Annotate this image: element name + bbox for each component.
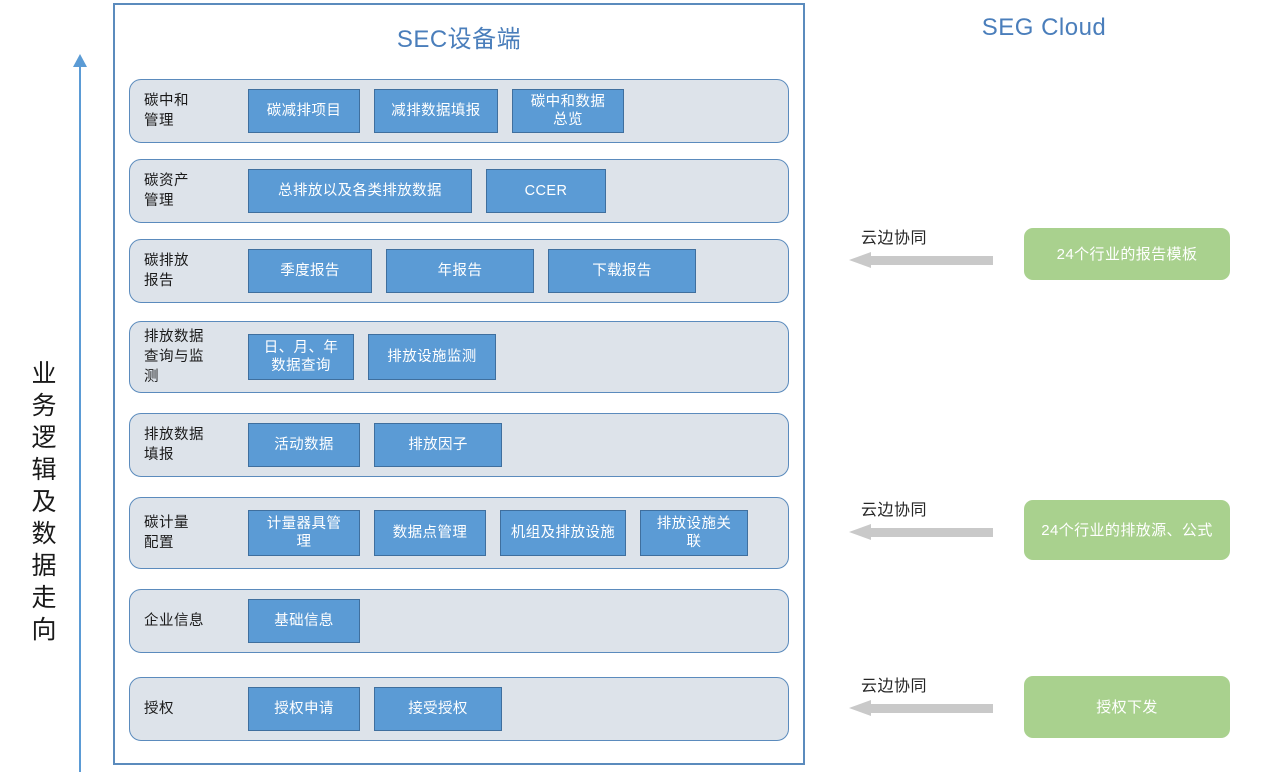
sec-module-tile-group: 季度报告年报告下载报告	[248, 240, 788, 302]
sec-feature-tile[interactable]: 总排放以及各类排放数据	[248, 169, 472, 213]
sec-feature-tile[interactable]: 数据点管理	[374, 510, 486, 556]
sec-feature-tile[interactable]: 机组及排放设施	[500, 510, 626, 556]
flow-arrow-up-icon	[73, 54, 87, 67]
cloud-edge-sync-group: 云边协同 授权下发	[818, 676, 1270, 738]
sec-feature-tile[interactable]: 日、月、年 数据查询	[248, 334, 354, 380]
sec-feature-tile[interactable]: 减排数据填报	[374, 89, 498, 133]
sec-feature-tile[interactable]: 排放因子	[374, 423, 502, 467]
seg-cloud-capability-box[interactable]: 24个行业的报告模板	[1024, 228, 1230, 280]
sec-module-row-label: 碳排放 报告	[144, 253, 189, 289]
sec-module-row-label: 排放数据 填报	[144, 427, 204, 463]
sec-feature-tile[interactable]: 授权申请	[248, 687, 360, 731]
cloud-edge-sync-label: 云边协同	[861, 230, 928, 247]
sec-module-row: 碳计量 配置 计量器具管 理数据点管理机组及排放设施排放设施关 联	[129, 497, 789, 569]
sec-module-tile-group: 日、月、年 数据查询排放设施监测	[248, 322, 788, 392]
flow-arrow-line	[79, 62, 81, 772]
sec-module-row: 碳排放 报告 季度报告年报告下载报告	[129, 239, 789, 303]
sec-feature-tile[interactable]: 季度报告	[248, 249, 372, 293]
business-flow-axis: 业 务 逻 辑 及 数 据 走 向	[0, 40, 110, 772]
sec-module-tile-group: 计量器具管 理数据点管理机组及排放设施排放设施关 联	[248, 498, 788, 568]
sec-module-row: 碳中和 管理 碳减排项目减排数据填报碳中和数据 总览	[129, 79, 789, 143]
sync-arrow-head-icon	[849, 252, 871, 268]
sec-module-row-label: 排放数据 查询与监 测	[144, 329, 204, 385]
sec-module-row-label: 碳计量 配置	[144, 515, 189, 551]
sync-arrow-left-icon	[870, 528, 993, 537]
sync-arrow-left-icon	[870, 256, 993, 265]
seg-cloud-capability-box[interactable]: 授权下发	[1024, 676, 1230, 738]
sync-arrow-left-icon	[870, 704, 993, 713]
cloud-edge-sync-label: 云边协同	[861, 502, 928, 519]
sync-arrow-head-icon	[849, 524, 871, 540]
sec-feature-tile[interactable]: 活动数据	[248, 423, 360, 467]
sec-panel-title: SEC设备端	[396, 26, 522, 53]
sec-module-row-label: 授权	[144, 701, 174, 717]
sec-module-row-label: 企业信息	[144, 613, 204, 629]
sec-feature-tile[interactable]: 下载报告	[548, 249, 696, 293]
cloud-edge-sync-group: 云边协同 24个行业的报告模板	[818, 228, 1270, 290]
sec-module-row: 企业信息 基础信息	[129, 589, 789, 653]
sec-module-tile-group: 碳减排项目减排数据填报碳中和数据 总览	[248, 80, 788, 142]
sec-feature-tile[interactable]: 年报告	[386, 249, 534, 293]
sec-feature-tile[interactable]: 基础信息	[248, 599, 360, 643]
cloud-edge-sync-group: 云边协同 24个行业的排放源、公式	[818, 500, 1270, 562]
sec-feature-tile[interactable]: 接受授权	[374, 687, 502, 731]
flow-axis-label: 业 务 逻 辑 及 数 据 走 向	[31, 360, 57, 644]
sec-feature-tile[interactable]: 碳中和数据 总览	[512, 89, 624, 133]
sec-module-tile-group: 总排放以及各类排放数据 CCER	[248, 160, 788, 222]
sec-module-row: 排放数据 填报 活动数据排放因子	[129, 413, 789, 477]
sec-device-panel: SEC设备端 碳中和 管理 碳减排项目减排数据填报碳中和数据 总览碳资产 管理 总排…	[113, 3, 805, 765]
sec-module-tile-group: 授权申请接受授权	[248, 678, 788, 740]
sync-arrow-head-icon	[849, 700, 871, 716]
sec-module-tile-group: 基础信息	[248, 590, 788, 652]
sec-module-row: 碳资产 管理 总排放以及各类排放数据 CCER	[129, 159, 789, 223]
sec-feature-tile[interactable]: 排放设施关 联	[640, 510, 748, 556]
seg-cloud-title: SEG Cloud	[981, 14, 1107, 41]
sec-module-tile-group: 活动数据排放因子	[248, 414, 788, 476]
sec-feature-tile[interactable]: 计量器具管 理	[248, 510, 360, 556]
sec-module-row: 授权 授权申请接受授权	[129, 677, 789, 741]
sec-feature-tile[interactable]: 碳减排项目	[248, 89, 360, 133]
seg-cloud-capability-box[interactable]: 24个行业的排放源、公式	[1024, 500, 1230, 560]
sec-module-row: 排放数据 查询与监 测日、月、年 数据查询排放设施监测	[129, 321, 789, 393]
sec-feature-tile[interactable]: CCER	[486, 169, 606, 213]
sec-feature-tile[interactable]: 排放设施监测	[368, 334, 496, 380]
cloud-edge-sync-label: 云边协同	[861, 678, 928, 695]
sec-module-row-label: 碳资产 管理	[144, 173, 189, 209]
sec-module-row-label: 碳中和 管理	[144, 93, 189, 129]
sec-module-rows: 碳中和 管理 碳减排项目减排数据填报碳中和数据 总览碳资产 管理 总排放以及各类排放…	[129, 75, 789, 753]
